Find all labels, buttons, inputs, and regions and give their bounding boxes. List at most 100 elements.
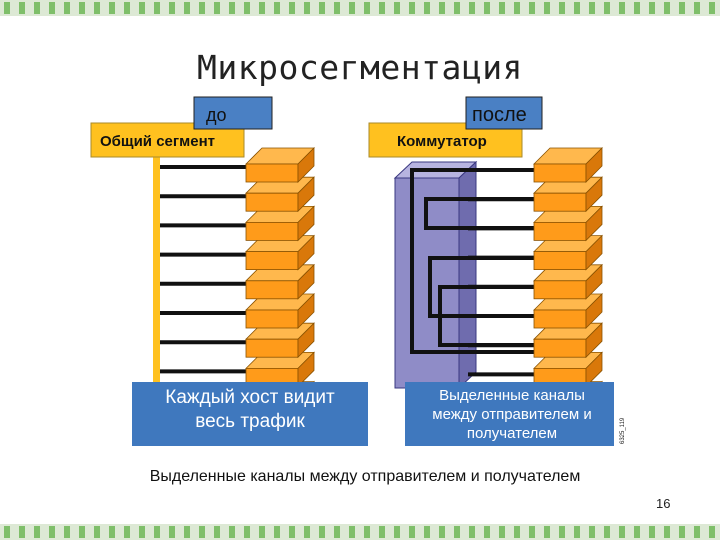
- band-stripe: [19, 2, 25, 14]
- host-block-side: [297, 293, 315, 329]
- band-stripe: [649, 2, 655, 14]
- band-stripe: [49, 526, 55, 538]
- host-block-side: [585, 351, 603, 388]
- band-stripe: [544, 2, 550, 14]
- band-stripe: [334, 526, 340, 538]
- switch-dedicated-links: [410, 168, 538, 435]
- band-stripe: [79, 526, 85, 538]
- host-block-side: [297, 322, 315, 359]
- band-stripe: [409, 526, 415, 538]
- host-block-side: [297, 147, 315, 183]
- host-block-side: [297, 263, 315, 300]
- band-stripe: [154, 2, 160, 14]
- band-stripe: [559, 526, 565, 538]
- host-block-front: [245, 163, 299, 183]
- band-stripe: [229, 2, 235, 14]
- band-stripe: [94, 2, 100, 14]
- bottom-decorative-band: [0, 524, 720, 540]
- band-stripe: [499, 2, 505, 14]
- host-block-side: [585, 293, 603, 329]
- band-stripe: [709, 526, 715, 538]
- right-footer-box: [405, 382, 614, 446]
- host-block-front: [245, 338, 299, 358]
- band-stripe: [514, 2, 520, 14]
- band-stripe: [184, 2, 190, 14]
- host-block-front: [245, 192, 299, 212]
- band-stripe: [94, 526, 100, 538]
- band-stripe: [259, 2, 265, 14]
- band-stripe: [169, 526, 175, 538]
- band-stripe: [454, 526, 460, 538]
- band-stripe: [109, 526, 115, 538]
- band-stripe: [274, 2, 280, 14]
- band-stripe: [499, 526, 505, 538]
- band-stripe: [454, 2, 460, 14]
- after-badge: после: [472, 104, 527, 126]
- band-stripe: [364, 2, 370, 14]
- band-stripe: [124, 526, 130, 538]
- shared-segment-header: Общий сегмент: [100, 133, 215, 150]
- band-stripe: [604, 2, 610, 14]
- band-stripe: [154, 526, 160, 538]
- host-block-side: [297, 234, 315, 271]
- band-stripe: [469, 2, 475, 14]
- band-stripe: [664, 2, 670, 14]
- band-stripe: [364, 526, 370, 538]
- band-stripe: [184, 526, 190, 538]
- band-stripe: [394, 2, 400, 14]
- host-block-front: [533, 309, 587, 329]
- band-stripe: [214, 526, 220, 538]
- band-stripe: [259, 526, 265, 538]
- band-stripe: [634, 526, 640, 538]
- host-block-side: [585, 263, 603, 300]
- band-stripe: [109, 2, 115, 14]
- band-stripe: [484, 526, 490, 538]
- host-block-side: [585, 234, 603, 271]
- right-footer-line-2: между отправителем и: [432, 406, 591, 423]
- band-stripe: [289, 2, 295, 14]
- host-block-front: [245, 309, 299, 329]
- band-stripe: [49, 2, 55, 14]
- shared-bus-line: [153, 156, 160, 388]
- band-stripe: [619, 2, 625, 14]
- band-stripe: [604, 526, 610, 538]
- left-footer-line-1: Каждый хост видит: [165, 387, 335, 408]
- band-stripe: [244, 526, 250, 538]
- band-stripe: [124, 2, 130, 14]
- page-number: 16: [656, 496, 671, 511]
- band-stripe: [574, 526, 580, 538]
- band-stripe: [424, 526, 430, 538]
- switch-body-icon: [393, 160, 478, 390]
- band-stripe: [484, 2, 490, 14]
- right-footer-line-1: Выделенные каналы: [439, 387, 585, 404]
- switch-header: Коммутатор: [397, 133, 487, 150]
- band-stripe: [394, 526, 400, 538]
- band-stripe: [409, 2, 415, 14]
- band-stripe: [379, 2, 385, 14]
- figure-code: 6325_119: [620, 417, 626, 444]
- host-block-icon: [533, 147, 603, 183]
- band-stripe: [709, 2, 715, 14]
- host-block-front: [533, 163, 587, 183]
- band-stripe: [589, 526, 595, 538]
- host-block-side: [585, 176, 603, 213]
- band-stripe: [34, 526, 40, 538]
- band-stripe: [664, 526, 670, 538]
- band-stripe: [199, 2, 205, 14]
- band-stripe: [4, 2, 10, 14]
- band-stripe: [139, 526, 145, 538]
- band-stripe: [634, 2, 640, 14]
- host-block-front: [533, 280, 587, 300]
- band-stripe: [424, 2, 430, 14]
- band-stripe: [304, 526, 310, 538]
- before-badge: до: [206, 105, 227, 125]
- band-stripe: [469, 526, 475, 538]
- band-stripe: [319, 526, 325, 538]
- band-stripe: [289, 526, 295, 538]
- band-stripe: [574, 2, 580, 14]
- band-stripe: [514, 526, 520, 538]
- host-block-side: [297, 176, 315, 213]
- top-decorative-band: [0, 0, 720, 16]
- band-stripe: [649, 526, 655, 538]
